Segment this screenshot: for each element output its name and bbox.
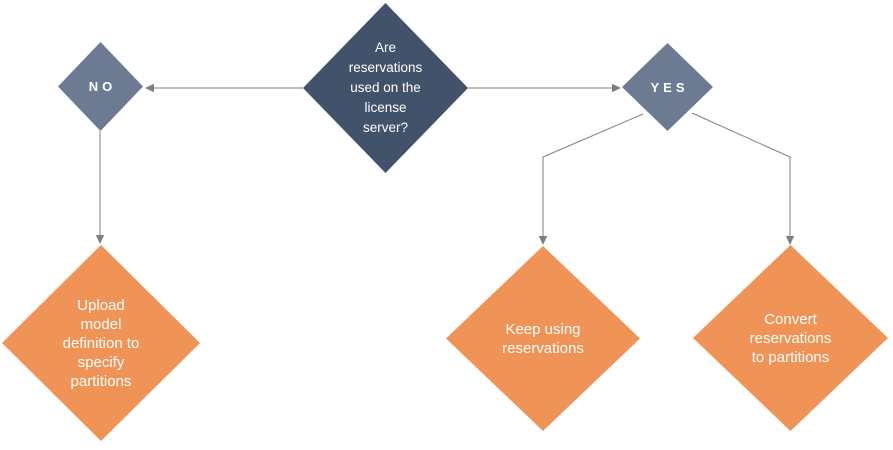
node-branch-yes-label: YES (650, 79, 689, 95)
connector-path (691, 112, 791, 238)
connector-no-to-upload (95, 131, 105, 244)
connector-arrowhead (95, 235, 105, 244)
connector-yes-to-keep (538, 113, 644, 245)
node-branch-no-label: NO (88, 79, 117, 94)
node-action-keep-label: Keep using reservations (502, 320, 584, 357)
node-decision-label: Are reservations used on the license ser… (348, 40, 423, 135)
connector-root-to-no (145, 83, 303, 93)
connector-arrowhead (145, 83, 154, 93)
node-action-upload-label: Upload model definition to specify parti… (62, 296, 140, 390)
node-action-convert-label: Convert reservations to partitions (749, 310, 832, 366)
connector-yes-to-convert (691, 112, 795, 245)
connector-root-to-yes (468, 83, 621, 93)
connector-arrowhead (785, 236, 795, 245)
connector-arrowhead (612, 83, 621, 93)
connector-path (542, 113, 644, 238)
connector-arrowhead (538, 236, 548, 245)
